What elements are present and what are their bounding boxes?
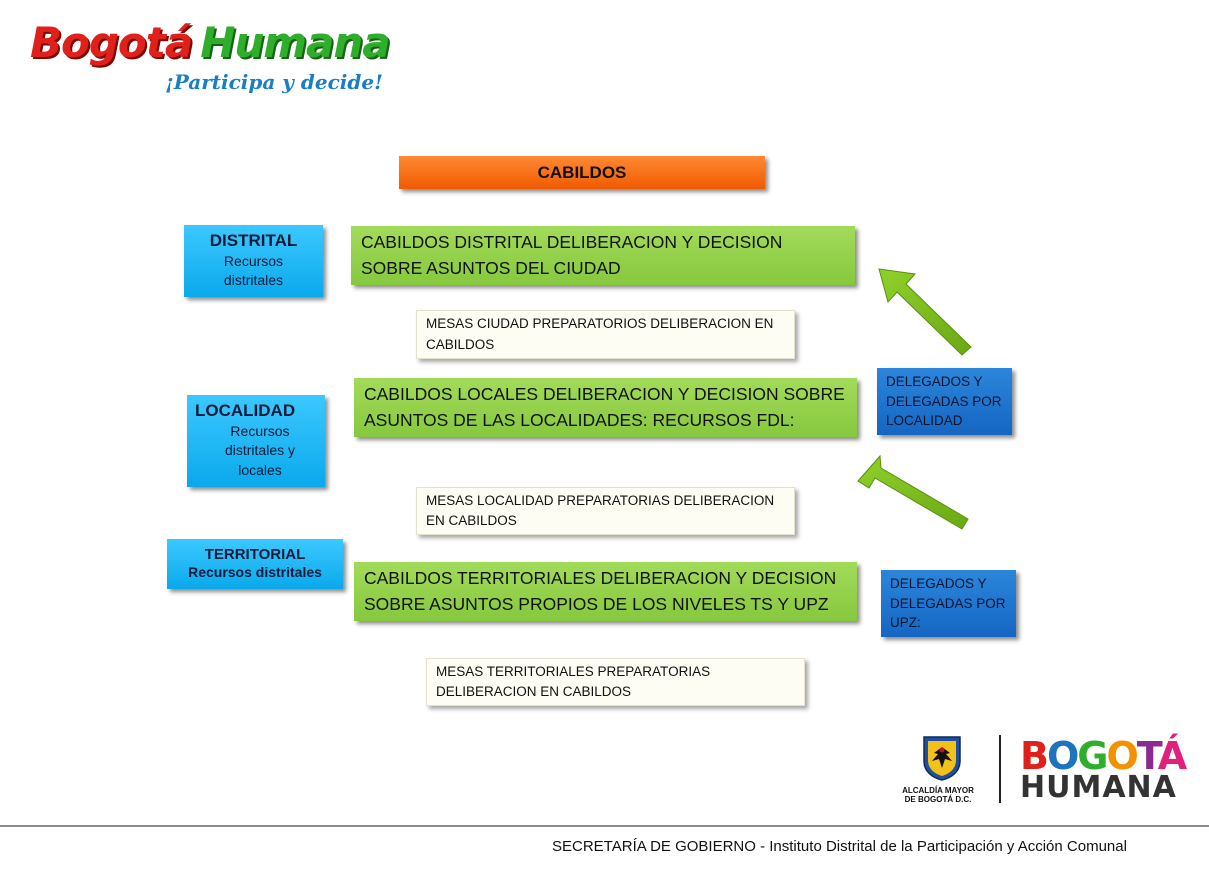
diagram-title-text: CABILDOS [537,162,627,182]
diagram-title: CABILDOS [399,156,765,189]
footer-rule [0,825,1209,827]
bogota-humana-footer-logo: BOGOTÁ HUMANA [1020,734,1187,805]
level-localidad-subtitle: Recursos distritales y locales [224,422,296,478]
bh-logo-line1: BOGOTÁ [1020,734,1187,778]
level-localidad: LOCALIDAD Recursos distritales y locales [187,395,325,487]
alcaldia-seal-icon [923,736,961,781]
alcaldia-caption-line2: DE BOGOTÁ D.C. [904,795,972,805]
mesa-ciudad-text: MESAS CIUDAD PREPARATORIOS DELIBERACION … [426,316,774,352]
mesa-territoriales-text: MESAS TERRITORIALES PREPARATORIAS DELIBE… [436,663,711,699]
level-distrital: DISTRITAL Recursos distritales [184,225,323,297]
cabildo-locales-text: CABILDOS LOCALES DELIBERACION Y DECISION… [364,384,845,430]
level-distrital-subtitle: Recursos distritales [223,252,284,289]
logo-tagline: ¡Participa y decide! [165,70,383,94]
delegados-localidad-text: DELEGADOS Y DELEGADAS POR LOCALIDAD [886,374,1002,429]
footer-institution: SECRETARÍA DE GOBIERNO - Instituto Distr… [552,838,1127,855]
delegados-upz: DELEGADOS Y DELEGADAS POR UPZ: [881,570,1016,637]
bh-letter: B [1020,734,1049,778]
mesa-territoriales: MESAS TERRITORIALES PREPARATORIAS DELIBE… [426,658,805,706]
bh-letter: G [1077,734,1108,778]
arrow-up-to-distrital [878,268,972,356]
cabildo-locales: CABILDOS LOCALES DELIBERACION Y DECISION… [354,378,857,437]
level-territorial-subtitle: Recursos distritales [188,564,322,581]
alcaldia-caption-line1: ALCALDÍA MAYOR [902,786,974,795]
level-territorial-title: TERRITORIAL [204,546,306,564]
cabildo-territoriales-text: CABILDOS TERRITORIALES DELIBERACION Y DE… [364,568,837,614]
bh-letter: Á [1157,734,1187,778]
bh-letter: T [1136,734,1160,778]
level-territorial: TERRITORIAL Recursos distritales [167,539,343,589]
logo-word-bogota: Bogotá [30,18,193,67]
level-localidad-title: LOCALIDAD [195,401,296,421]
mesa-localidad: MESAS LOCALIDAD PREPARATORIAS DELIBERACI… [416,487,795,535]
delegados-upz-text: DELEGADOS Y DELEGADAS POR UPZ: [890,576,1006,631]
arrow-up-to-locales [857,454,969,530]
cabildo-territoriales: CABILDOS TERRITORIALES DELIBERACION Y DE… [354,562,857,621]
cabildo-distrital-text: CABILDOS DISTRITAL DELIBERACION Y DECISI… [361,232,783,278]
delegados-localidad: DELEGADOS Y DELEGADAS POR LOCALIDAD [877,368,1012,435]
bh-logo-line2: HUMANA [1020,770,1177,805]
bh-letter: O [1046,734,1079,778]
mesa-ciudad: MESAS CIUDAD PREPARATORIOS DELIBERACION … [416,310,795,359]
bh-letter: O [1106,734,1138,778]
level-distrital-title: DISTRITAL [209,231,298,251]
mesa-localidad-text: MESAS LOCALIDAD PREPARATORIAS DELIBERACI… [426,492,775,528]
logo-separator [999,735,1001,803]
cabildo-distrital: CABILDOS DISTRITAL DELIBERACION Y DECISI… [351,226,855,285]
alcaldia-caption: ALCALDÍA MAYOR DE BOGOTÁ D.C. [898,786,978,804]
logo-word-humana: Humana [200,18,390,67]
